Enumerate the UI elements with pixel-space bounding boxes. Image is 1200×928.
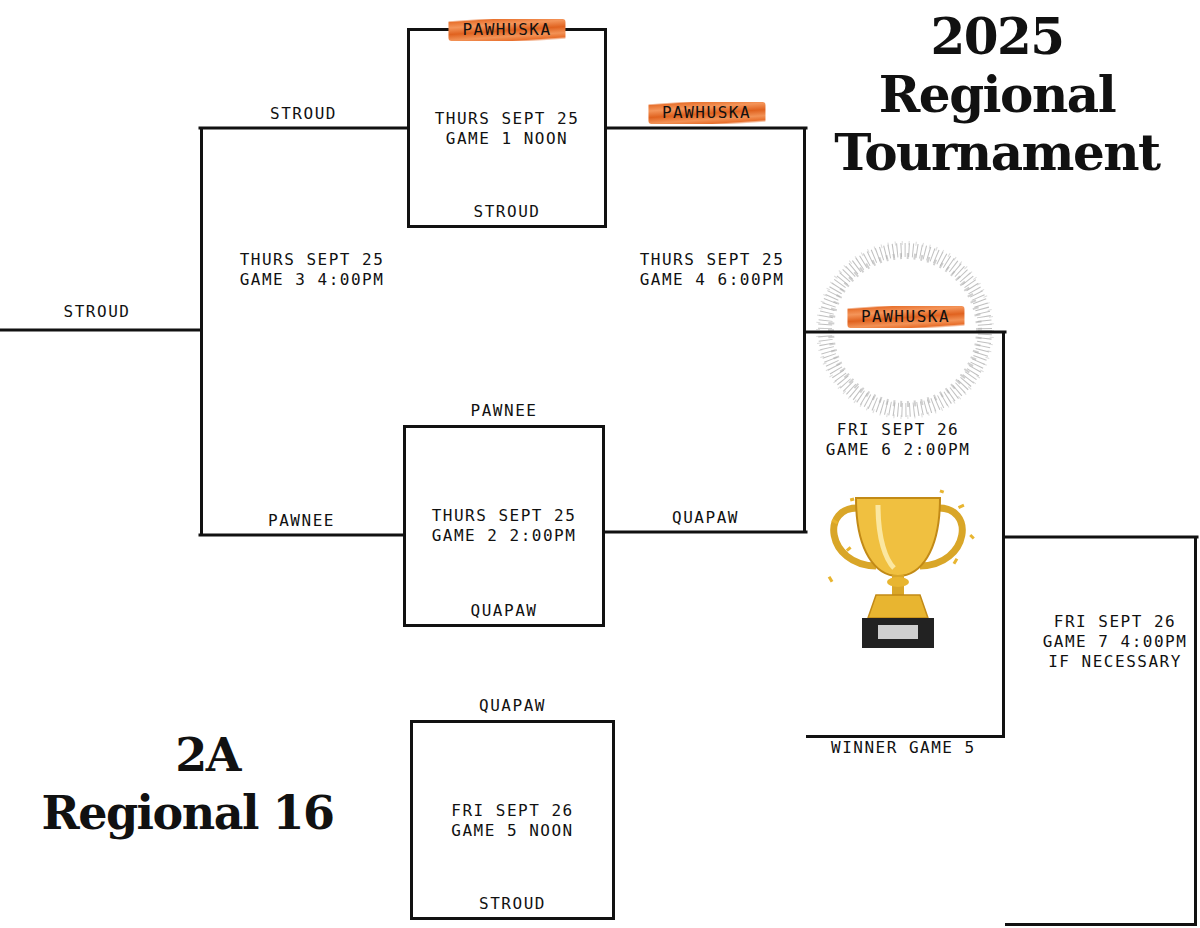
trophy-base [868,595,928,618]
bracket: FRI SEPT 26 GAME 6 2:00PMWINNER GAME 5 [806,332,1005,738]
bracket-line [806,331,1005,334]
team-name: STROUD [64,302,131,322]
title: 2025 Regional Tournament [812,8,1182,182]
trophy-knob [887,577,909,587]
team-name: QUAPAW [471,601,538,621]
team-name: WINNER GAME 5 [831,738,976,758]
bracket-line [200,534,403,537]
team-name: PAWHUSKA [648,102,765,124]
trophy-shine [878,505,894,568]
game-info: FRI SEPT 26 GAME 7 4:00PM IF NECESSARY [1035,612,1195,672]
caption: 2A Regional 16 [38,726,337,842]
ring-dots [831,256,979,404]
bracket-line [605,531,806,534]
team-name: STROUD [479,894,546,914]
game-info: THURS SEPT 25 GAME 1 NOON [427,109,587,149]
confetti [828,489,975,582]
glitter-ring [818,243,992,417]
trophy-plaque [878,625,918,639]
team-name: STROUD [270,104,337,124]
confetti-piece [828,576,834,583]
game-info: THURS SEPT 25 GAME 4 6:00PM [632,250,792,290]
game-info: THURS SEPT 25 GAME 3 4:00PM [232,250,392,290]
ring-dots [825,250,985,410]
bracket-line [607,127,806,130]
team-name: PAWNEE [471,401,538,421]
trophy-icon [834,498,963,648]
game-info: FRI SEPT 26 GAME 5 NOON [433,801,593,841]
bracket: THURS SEPT 25 GAME 3 4:00PM [200,128,400,535]
team-name: PAWHUSKA [448,19,565,41]
team-name: QUAPAW [672,508,739,528]
confetti-piece [850,498,855,502]
game-box: QUAPAWFRI SEPT 26 GAME 5 NOONSTROUD [410,720,615,920]
bracket-line [200,127,407,130]
confetti-piece [953,558,959,565]
bracket: FRI SEPT 26 GAME 7 4:00PM IF NECESSARY [1005,537,1197,926]
bracket: THURS SEPT 25 GAME 4 6:00PM [620,128,806,532]
bracket-exit-line [0,329,202,332]
game-info: THURS SEPT 25 GAME 2 2:00PM [424,506,584,546]
team-name: PAWHUSKA [847,306,964,328]
trophy-bowl [856,498,940,576]
game-box: PAWHUSKATHURS SEPT 25 GAME 1 NOONSTROUD [407,28,607,228]
confetti-piece [969,534,975,540]
confetti-piece [846,546,852,552]
bracket-line [1005,536,1197,539]
ring-dots [818,243,992,417]
confetti-piece [831,519,838,525]
game-info: FRI SEPT 26 GAME 6 2:00PM [818,420,978,460]
confetti-piece [958,504,965,509]
trophy-plinth [862,618,934,648]
team-name: STROUD [474,202,541,222]
team-name: QUAPAW [479,696,546,716]
confetti-piece [939,489,944,493]
team-name: PAWNEE [268,511,335,531]
game-box: PAWNEETHURS SEPT 25 GAME 2 2:00PMQUAPAW [403,425,605,627]
